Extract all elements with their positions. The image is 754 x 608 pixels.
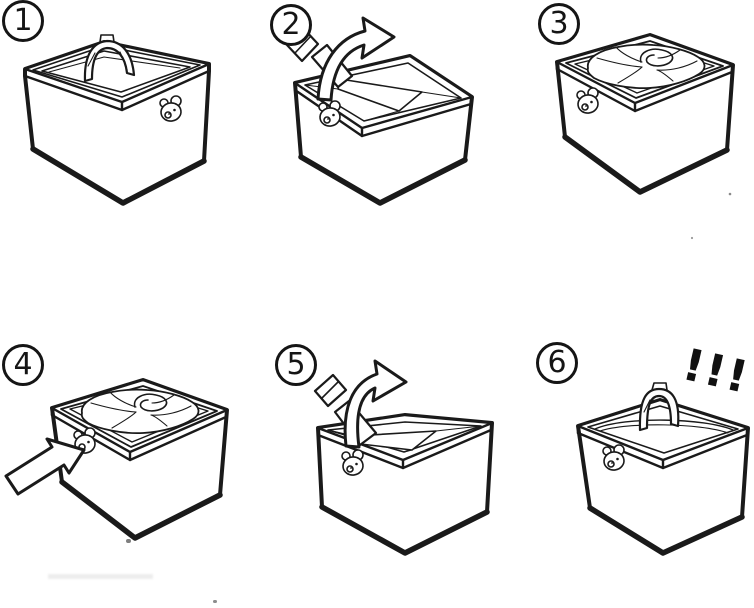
rotation-arrow-icon [343,359,408,449]
raised-handle-alert-illustration [576,382,750,556]
raised-handle [638,382,680,432]
rotation-arrow-icon [316,16,396,102]
step-number: 4 [13,347,33,382]
rose-lid-box-illustration [555,33,735,240]
step-number-badge: 4 [2,344,44,386]
step-number-badge: 1 [2,0,44,42]
step-2-panel: 2 [250,0,501,300]
bear-clasp-icon [576,87,599,114]
step-number-badge: 6 [536,342,578,384]
box [576,398,750,556]
box [316,413,494,556]
step-number: 6 [547,345,567,380]
scan-smudge [48,574,153,579]
scan-speck [126,539,131,543]
speck [690,236,694,240]
step-number: 5 [286,347,306,382]
step-number-badge: 2 [270,4,312,46]
box [23,40,211,206]
step-6-panel: 6 !!! [500,300,754,608]
stowed-handle [83,34,136,83]
step-3-panel: 3 [500,0,754,300]
step-number-badge: 3 [538,3,580,45]
step-number: 1 [13,3,33,38]
bear-clasp-icon [602,444,625,471]
rose-carving [586,43,706,90]
bear-clasp-icon [341,449,364,476]
winding-crank-illustration [285,16,474,206]
bear-clasp-icon [318,100,341,127]
bear-clasp-icon [159,95,182,122]
scan-speck [213,600,217,603]
rose-carving [80,388,200,435]
step-number-badge: 5 [275,344,317,386]
step-number: 3 [549,6,569,41]
step-1-panel: 1 [0,0,251,300]
step-number: 2 [281,7,301,42]
arrow-press-clasp-illustration [4,378,229,541]
box [293,54,474,206]
winding-crank-illustration [313,359,494,556]
press-arrow-icon [4,437,86,496]
step-4-panel: 4 [0,300,251,608]
speck [728,192,732,196]
step-5-panel: 5 [250,300,501,608]
open-box-with-stowed-handle-illustration [23,34,211,206]
